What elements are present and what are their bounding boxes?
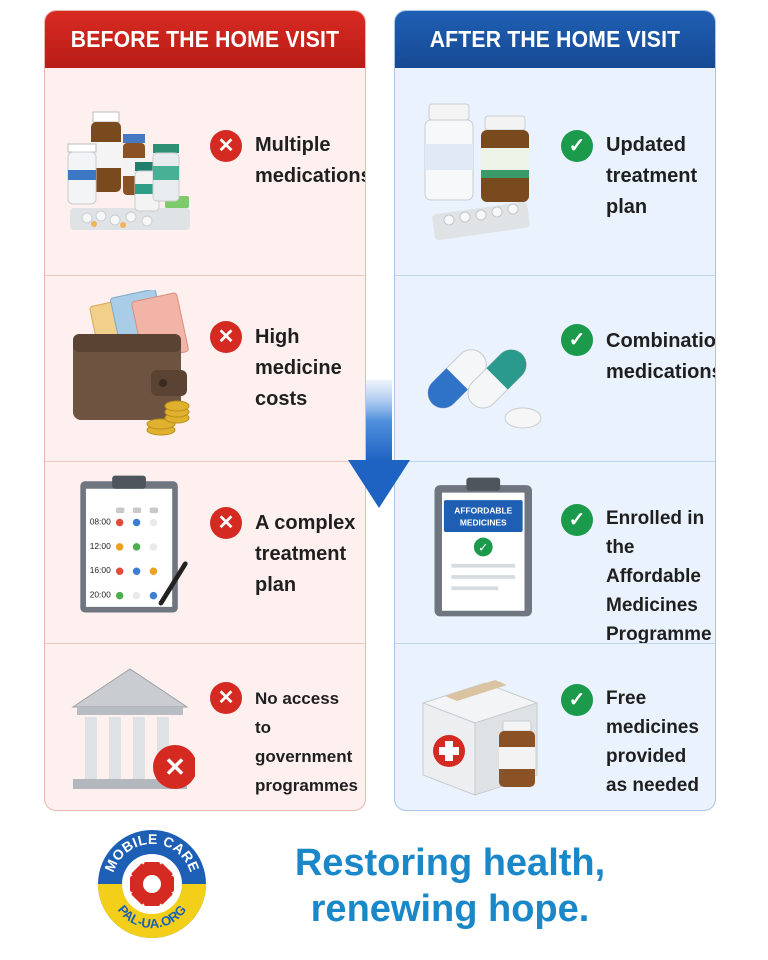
time-1600: 16:00 (90, 565, 111, 575)
after-item: ✓ Updated treatment plan (395, 68, 715, 275)
svg-text:✓: ✓ (478, 541, 488, 555)
before-panel: BEFORE THE HOME VISIT ✕ Multiple medicat… (44, 10, 366, 811)
medicine-bottles-icon (424, 103, 530, 241)
before-item: 08:00 12:00 16:00 20:00 ✕ A complex trea… (45, 461, 365, 644)
check-mark-icon: ✓ (561, 504, 593, 536)
after-item: AFFORDABLE MEDICINES ✓ ✓ Enrolled in the… (395, 461, 715, 645)
down-arrow-icon (348, 380, 410, 508)
after-item: ✓ Combination medications (395, 275, 715, 462)
x-mark-icon: ✕ (210, 321, 242, 353)
after-item-text: Free medicines provided as needed (606, 688, 699, 796)
mobile-care-logo: MOBILE CARE PAL-UA.ORG (98, 830, 206, 938)
before-item: ✕ ✕ No access to government programmes (45, 643, 365, 810)
check-mark-icon: ✓ (561, 130, 593, 162)
schedule-clipboard-icon: 08:00 12:00 16:00 20:00 (80, 475, 188, 613)
before-item-text: Multiple medications (255, 134, 366, 187)
time-0800: 08:00 (90, 516, 111, 526)
svg-text:AFFORDABLE: AFFORDABLE (454, 505, 512, 515)
x-mark-icon: ✕ (210, 682, 242, 714)
svg-text:✕: ✕ (164, 752, 186, 782)
after-item-text: Enrolled in the Affordable Medicines Pro… (606, 508, 712, 645)
after-title: AFTER THE HOME VISIT (407, 11, 703, 68)
before-item: ✕ Multiple medications (45, 68, 365, 275)
after-item: ✓ Free medicines provided as needed (395, 643, 715, 810)
time-2000: 20:00 (90, 590, 111, 600)
time-1200: 12:00 (90, 541, 111, 551)
before-item-text: A complex treatment plan (255, 512, 356, 596)
pill-bottles-icon (67, 111, 190, 230)
after-item-text: Combination medications (606, 330, 716, 383)
check-mark-icon: ✓ (561, 324, 593, 356)
government-building-icon: ✕ (71, 668, 195, 789)
after-panel: AFTER THE HOME VISIT ✓ Updated treatment… (394, 10, 716, 811)
affordable-clipboard-icon: AFFORDABLE MEDICINES ✓ (434, 477, 532, 617)
svg-text:MEDICINES: MEDICINES (460, 517, 507, 527)
check-mark-icon: ✓ (561, 684, 593, 716)
wallet-money-icon (73, 290, 190, 436)
x-mark-icon: ✕ (210, 130, 242, 162)
capsules-icon (427, 349, 542, 429)
slogan: Restoring health, renewing hope. (294, 842, 606, 930)
before-item-text: No access to government programmes (255, 689, 358, 795)
before-item: ✕ High medicine costs (45, 275, 365, 462)
x-mark-icon: ✕ (210, 507, 242, 539)
before-item-text: High medicine costs (255, 326, 342, 410)
after-item-text: Updated treatment plan (606, 134, 698, 218)
medicine-box-icon (421, 680, 539, 796)
before-title: BEFORE THE HOME VISIT (57, 11, 353, 68)
